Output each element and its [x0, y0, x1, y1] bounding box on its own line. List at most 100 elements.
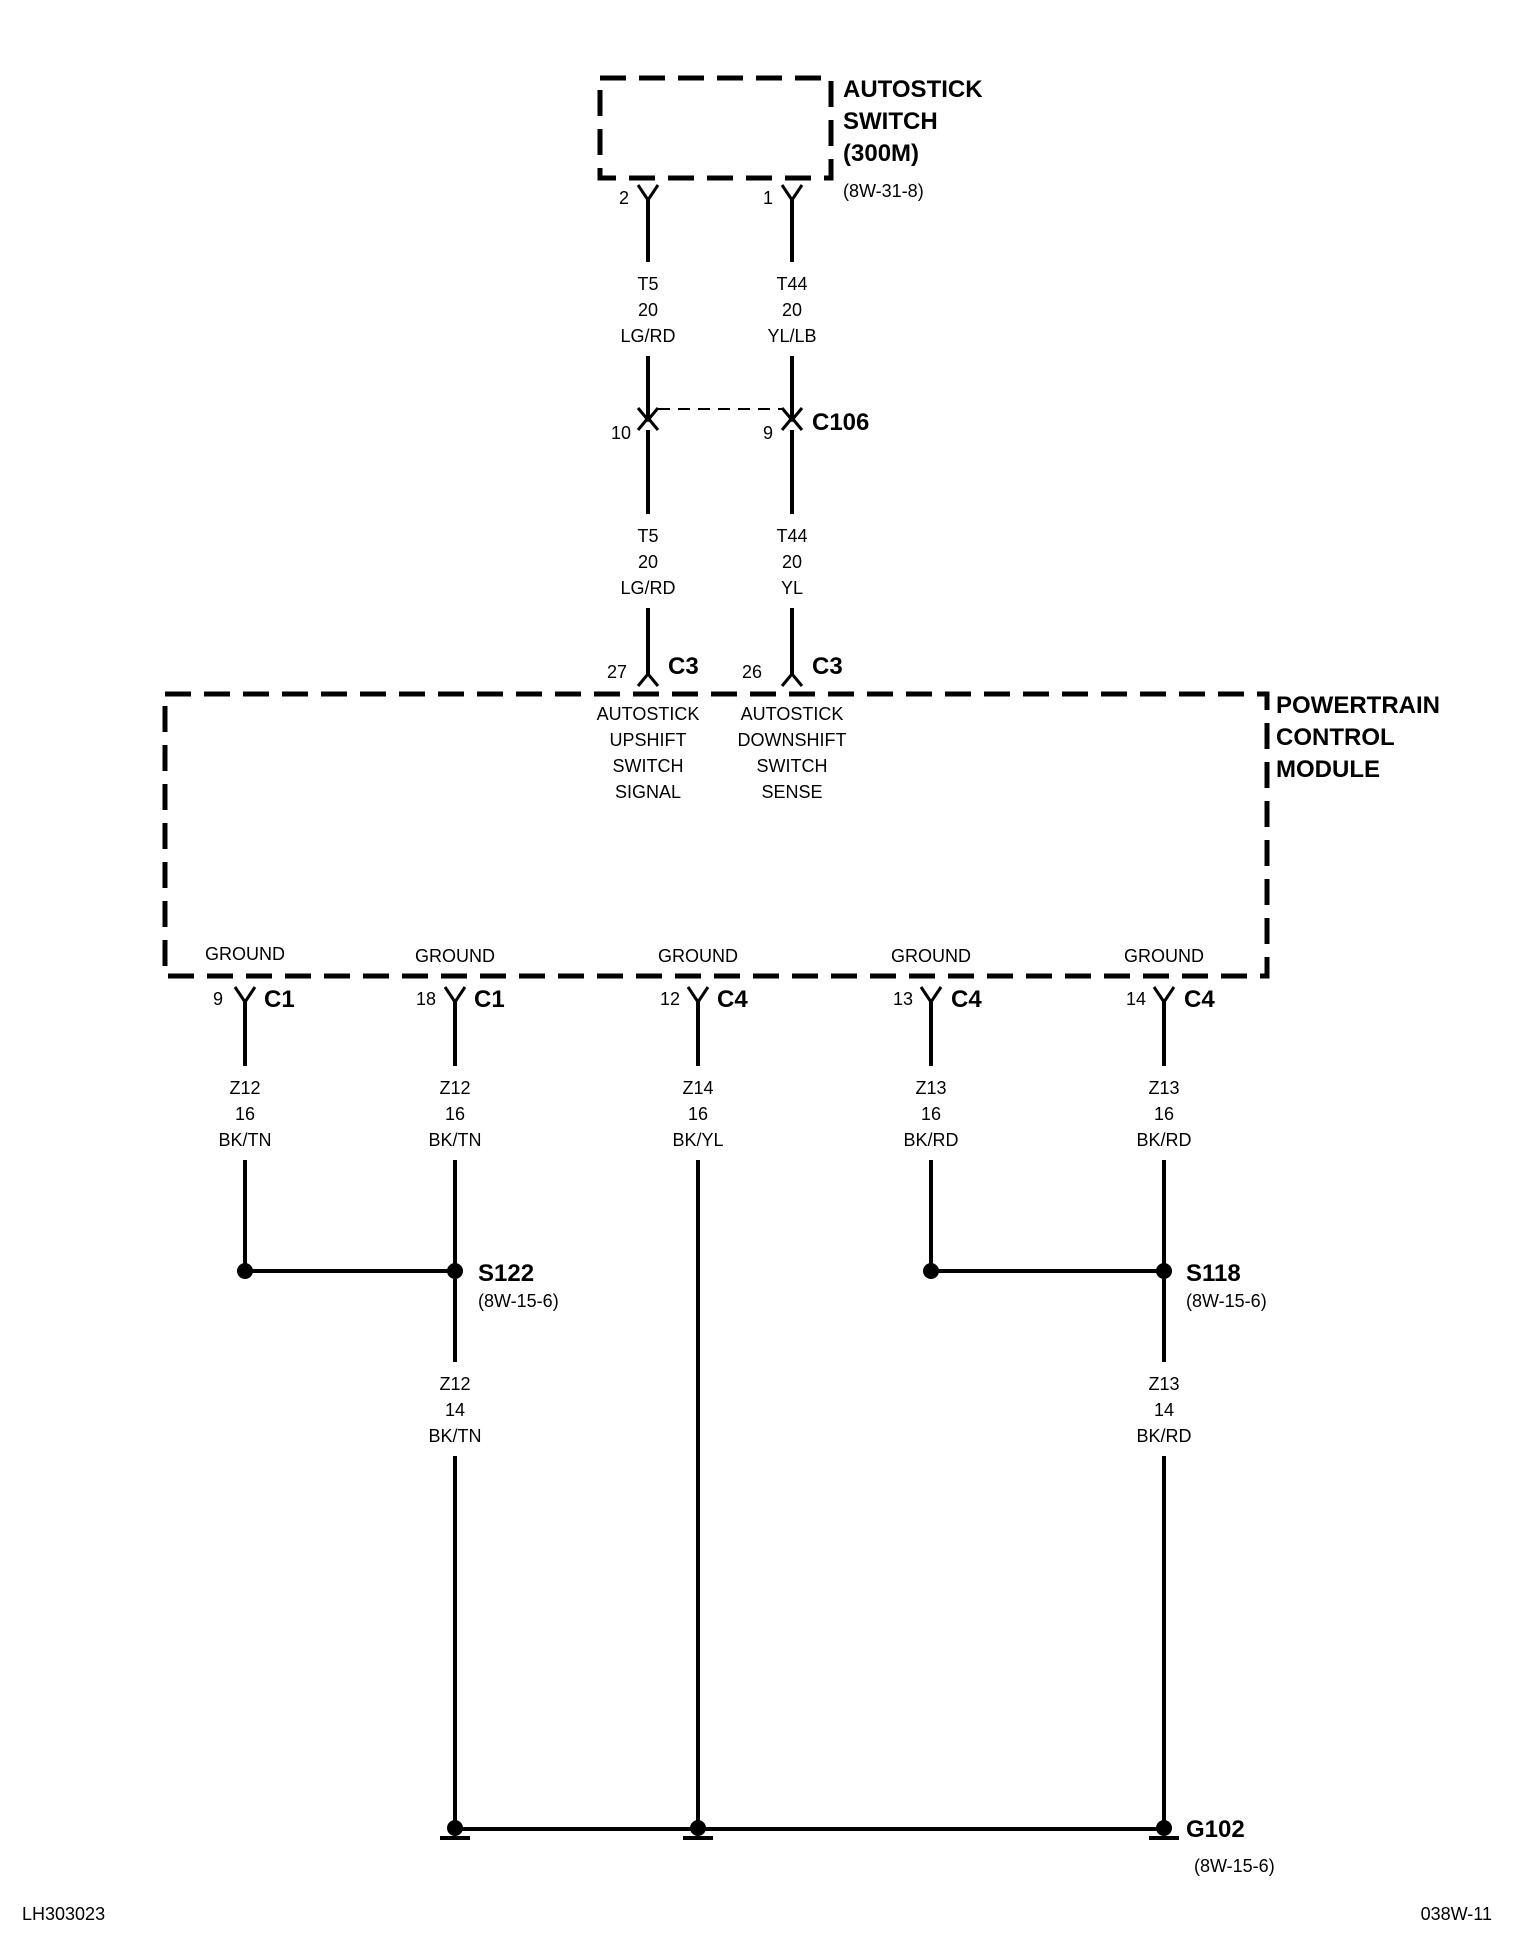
svg-text:16: 16	[688, 1104, 708, 1124]
svg-text:16: 16	[445, 1104, 465, 1124]
ground-5-connector-name: C4	[1184, 986, 1215, 1013]
pcm-name-line-2: CONTROL	[1276, 724, 1395, 751]
pcm-name-line-3: MODULE	[1276, 756, 1380, 783]
svg-text:BK/YL: BK/YL	[672, 1130, 723, 1150]
svg-text:20: 20	[638, 552, 658, 572]
ground-4-label: GROUND	[891, 946, 971, 966]
svg-text:Z12: Z12	[439, 1374, 470, 1394]
wire-label-t5-mid: T5 20 LG/RD	[620, 526, 675, 598]
autostick-switch-box	[597, 75, 834, 181]
svg-text:16: 16	[235, 1104, 255, 1124]
switch-name-line-2: SWITCH	[843, 108, 938, 135]
svg-text:SWITCH: SWITCH	[757, 756, 828, 776]
c106-connector-left	[636, 407, 660, 431]
svg-text:Z14: Z14	[682, 1078, 713, 1098]
g102-ground-symbol-1	[440, 1820, 470, 1840]
svg-text:LG/RD: LG/RD	[620, 578, 675, 598]
footer-left-code: LH303023	[22, 1904, 105, 1924]
svg-text:LG/RD: LG/RD	[620, 326, 675, 346]
splice-s118-ref: (8W-15-6)	[1186, 1291, 1267, 1311]
c106-pin-right: 9	[763, 423, 773, 443]
svg-text:T5: T5	[637, 526, 658, 546]
svg-text:20: 20	[782, 552, 802, 572]
ground-2-label: GROUND	[415, 946, 495, 966]
svg-text:BK/TN: BK/TN	[428, 1130, 481, 1150]
splice-s122-ref: (8W-15-6)	[478, 1291, 559, 1311]
ground-1-connector	[233, 986, 257, 1005]
splice-s118-out-wire-label: Z13 14 BK/RD	[1136, 1374, 1191, 1446]
svg-text:AUTOSTICK: AUTOSTICK	[741, 704, 844, 724]
ground-1-label: GROUND	[205, 944, 285, 964]
g102-ground-symbol-3	[1149, 1820, 1179, 1840]
ground-3-pin: 12	[660, 989, 680, 1009]
svg-text:T44: T44	[776, 526, 807, 546]
pcm-input-connector-c3-b: C3	[812, 653, 843, 680]
svg-text:YL: YL	[781, 578, 803, 598]
pcm-input-pin-27: 27	[607, 662, 627, 682]
pcm-c3-pin-27-connector	[636, 671, 660, 687]
footer-right-code: 038W-11	[1421, 1904, 1492, 1924]
ground-1-wire-label: Z12 16 BK/TN	[218, 1078, 271, 1150]
pcm-input-pin-26: 26	[742, 662, 762, 682]
pcm-input-label-downshift: AUTOSTICK DOWNSHIFT SWITCH SENSE	[738, 704, 847, 802]
wire-label-t5-upper: T5 20 LG/RD	[620, 274, 675, 346]
wire-label-t44-upper: T44 20 YL/LB	[767, 274, 816, 346]
switch-pin-left: 2	[619, 188, 629, 208]
ground-5-pin: 14	[1126, 989, 1146, 1009]
ground-3-label: GROUND	[658, 946, 738, 966]
ground-1-connector-name: C1	[264, 986, 295, 1013]
svg-text:Z13: Z13	[1148, 1374, 1179, 1394]
c106-connector-right	[780, 407, 804, 431]
ground-5-label: GROUND	[1124, 946, 1204, 966]
wire-label-t44-mid: T44 20 YL	[776, 526, 807, 598]
svg-text:16: 16	[1154, 1104, 1174, 1124]
switch-ref: (8W-31-8)	[843, 181, 924, 201]
c106-name: C106	[812, 409, 869, 436]
ground-3-wire-label: Z14 16 BK/YL	[672, 1078, 723, 1150]
svg-text:Z12: Z12	[439, 1078, 470, 1098]
svg-text:20: 20	[638, 300, 658, 320]
pcm-input-label-upshift: AUTOSTICK UPSHIFT SWITCH SIGNAL	[597, 704, 700, 802]
svg-text:T5: T5	[637, 274, 658, 294]
ground-3-connector	[686, 986, 710, 1005]
svg-text:20: 20	[782, 300, 802, 320]
pcm-c3-pin-26-connector	[780, 671, 804, 687]
svg-text:Z13: Z13	[1148, 1078, 1179, 1098]
ground-3-connector-name: C4	[717, 986, 748, 1013]
ground-4-wire-label: Z13 16 BK/RD	[903, 1078, 958, 1150]
ground-4-pin: 13	[893, 989, 913, 1009]
ground-2-connector	[443, 986, 467, 1005]
svg-text:DOWNSHIFT: DOWNSHIFT	[738, 730, 847, 750]
switch-pin-2-connector	[636, 184, 660, 203]
ground-1-pin: 9	[213, 989, 223, 1009]
svg-text:SWITCH: SWITCH	[613, 756, 684, 776]
ground-4-connector	[919, 986, 943, 1005]
ground-2-connector-name: C1	[474, 986, 505, 1013]
pcm-input-connector-c3-a: C3	[668, 653, 699, 680]
svg-text:SIGNAL: SIGNAL	[615, 782, 681, 802]
svg-text:BK/RD: BK/RD	[903, 1130, 958, 1150]
switch-name-line-3: (300M)	[843, 140, 919, 167]
splice-s122-out-wire-label: Z12 14 BK/TN	[428, 1374, 481, 1446]
ground-point-ref: (8W-15-6)	[1194, 1856, 1275, 1876]
svg-text:Z12: Z12	[229, 1078, 260, 1098]
svg-text:BK/TN: BK/TN	[218, 1130, 271, 1150]
svg-text:AUTOSTICK: AUTOSTICK	[597, 704, 700, 724]
switch-pin-right: 1	[763, 188, 773, 208]
svg-text:Z13: Z13	[915, 1078, 946, 1098]
svg-text:BK/TN: BK/TN	[428, 1426, 481, 1446]
svg-text:BK/RD: BK/RD	[1136, 1426, 1191, 1446]
svg-text:YL/LB: YL/LB	[767, 326, 816, 346]
ground-2-pin: 18	[416, 989, 436, 1009]
pcm-box	[162, 691, 1270, 979]
splice-s122-dot-right	[447, 1263, 463, 1279]
splice-s122-name: S122	[478, 1260, 534, 1287]
ground-5-connector	[1152, 986, 1176, 1005]
splice-s118-name: S118	[1186, 1260, 1241, 1287]
svg-text:16: 16	[921, 1104, 941, 1124]
svg-text:UPSHIFT: UPSHIFT	[609, 730, 686, 750]
ground-5-wire-label: Z13 16 BK/RD	[1136, 1078, 1191, 1150]
switch-pin-1-connector	[780, 184, 804, 203]
splice-s118-dot-right	[1156, 1263, 1172, 1279]
